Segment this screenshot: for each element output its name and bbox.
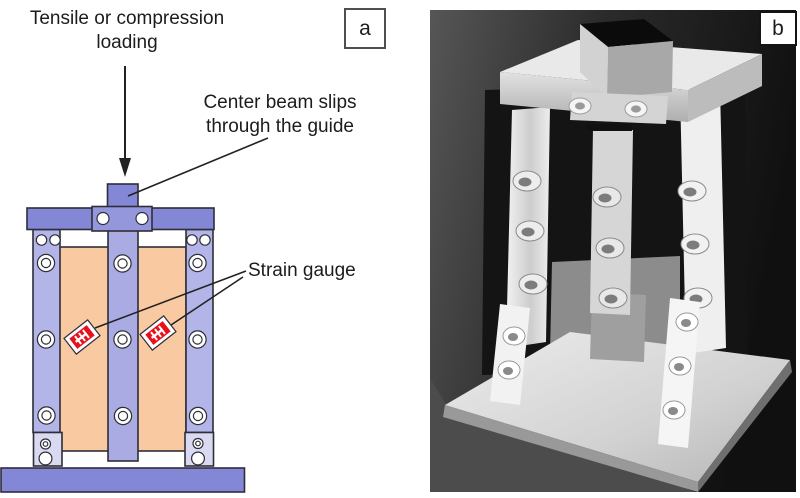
bottom-brackets	[32, 431, 215, 467]
base-plate	[0, 467, 246, 493]
photo-guide-block	[568, 92, 668, 131]
photo-column-bolts	[512, 170, 713, 309]
center-beam-label: Center beam slips through the guide	[203, 92, 357, 137]
center-guide-plate	[91, 205, 153, 232]
center-beam-leader-line	[127, 137, 269, 197]
column-top-holes	[35, 234, 211, 246]
strain-gauge-leader-lines	[94, 270, 247, 329]
panel-b-tag: b	[759, 11, 797, 46]
panel-b-tag-letter: b	[772, 16, 784, 40]
photo-columns	[506, 87, 726, 354]
photo-brackets	[490, 298, 700, 448]
fixture-diagram	[0, 66, 269, 493]
strain-gauge-left	[63, 319, 101, 355]
loading-arrow-icon	[119, 66, 131, 177]
apparatus-photo	[430, 10, 796, 492]
bolt-icon	[36, 253, 208, 426]
photo-floor	[430, 378, 696, 492]
panel-a-tag-letter: a	[359, 16, 371, 40]
strain-gauge-right	[139, 315, 177, 351]
photo-top-cube	[580, 19, 673, 98]
specimen-plates	[58, 246, 187, 452]
photo-base-plate	[443, 332, 792, 492]
bolts	[36, 253, 208, 426]
panel-a-tag: a	[344, 8, 386, 49]
apparatus-photo-graphic	[430, 10, 796, 492]
loading-label: Tensile or compression loading	[29, 8, 225, 53]
strain-gauge-label: Strain gauge	[248, 260, 356, 281]
